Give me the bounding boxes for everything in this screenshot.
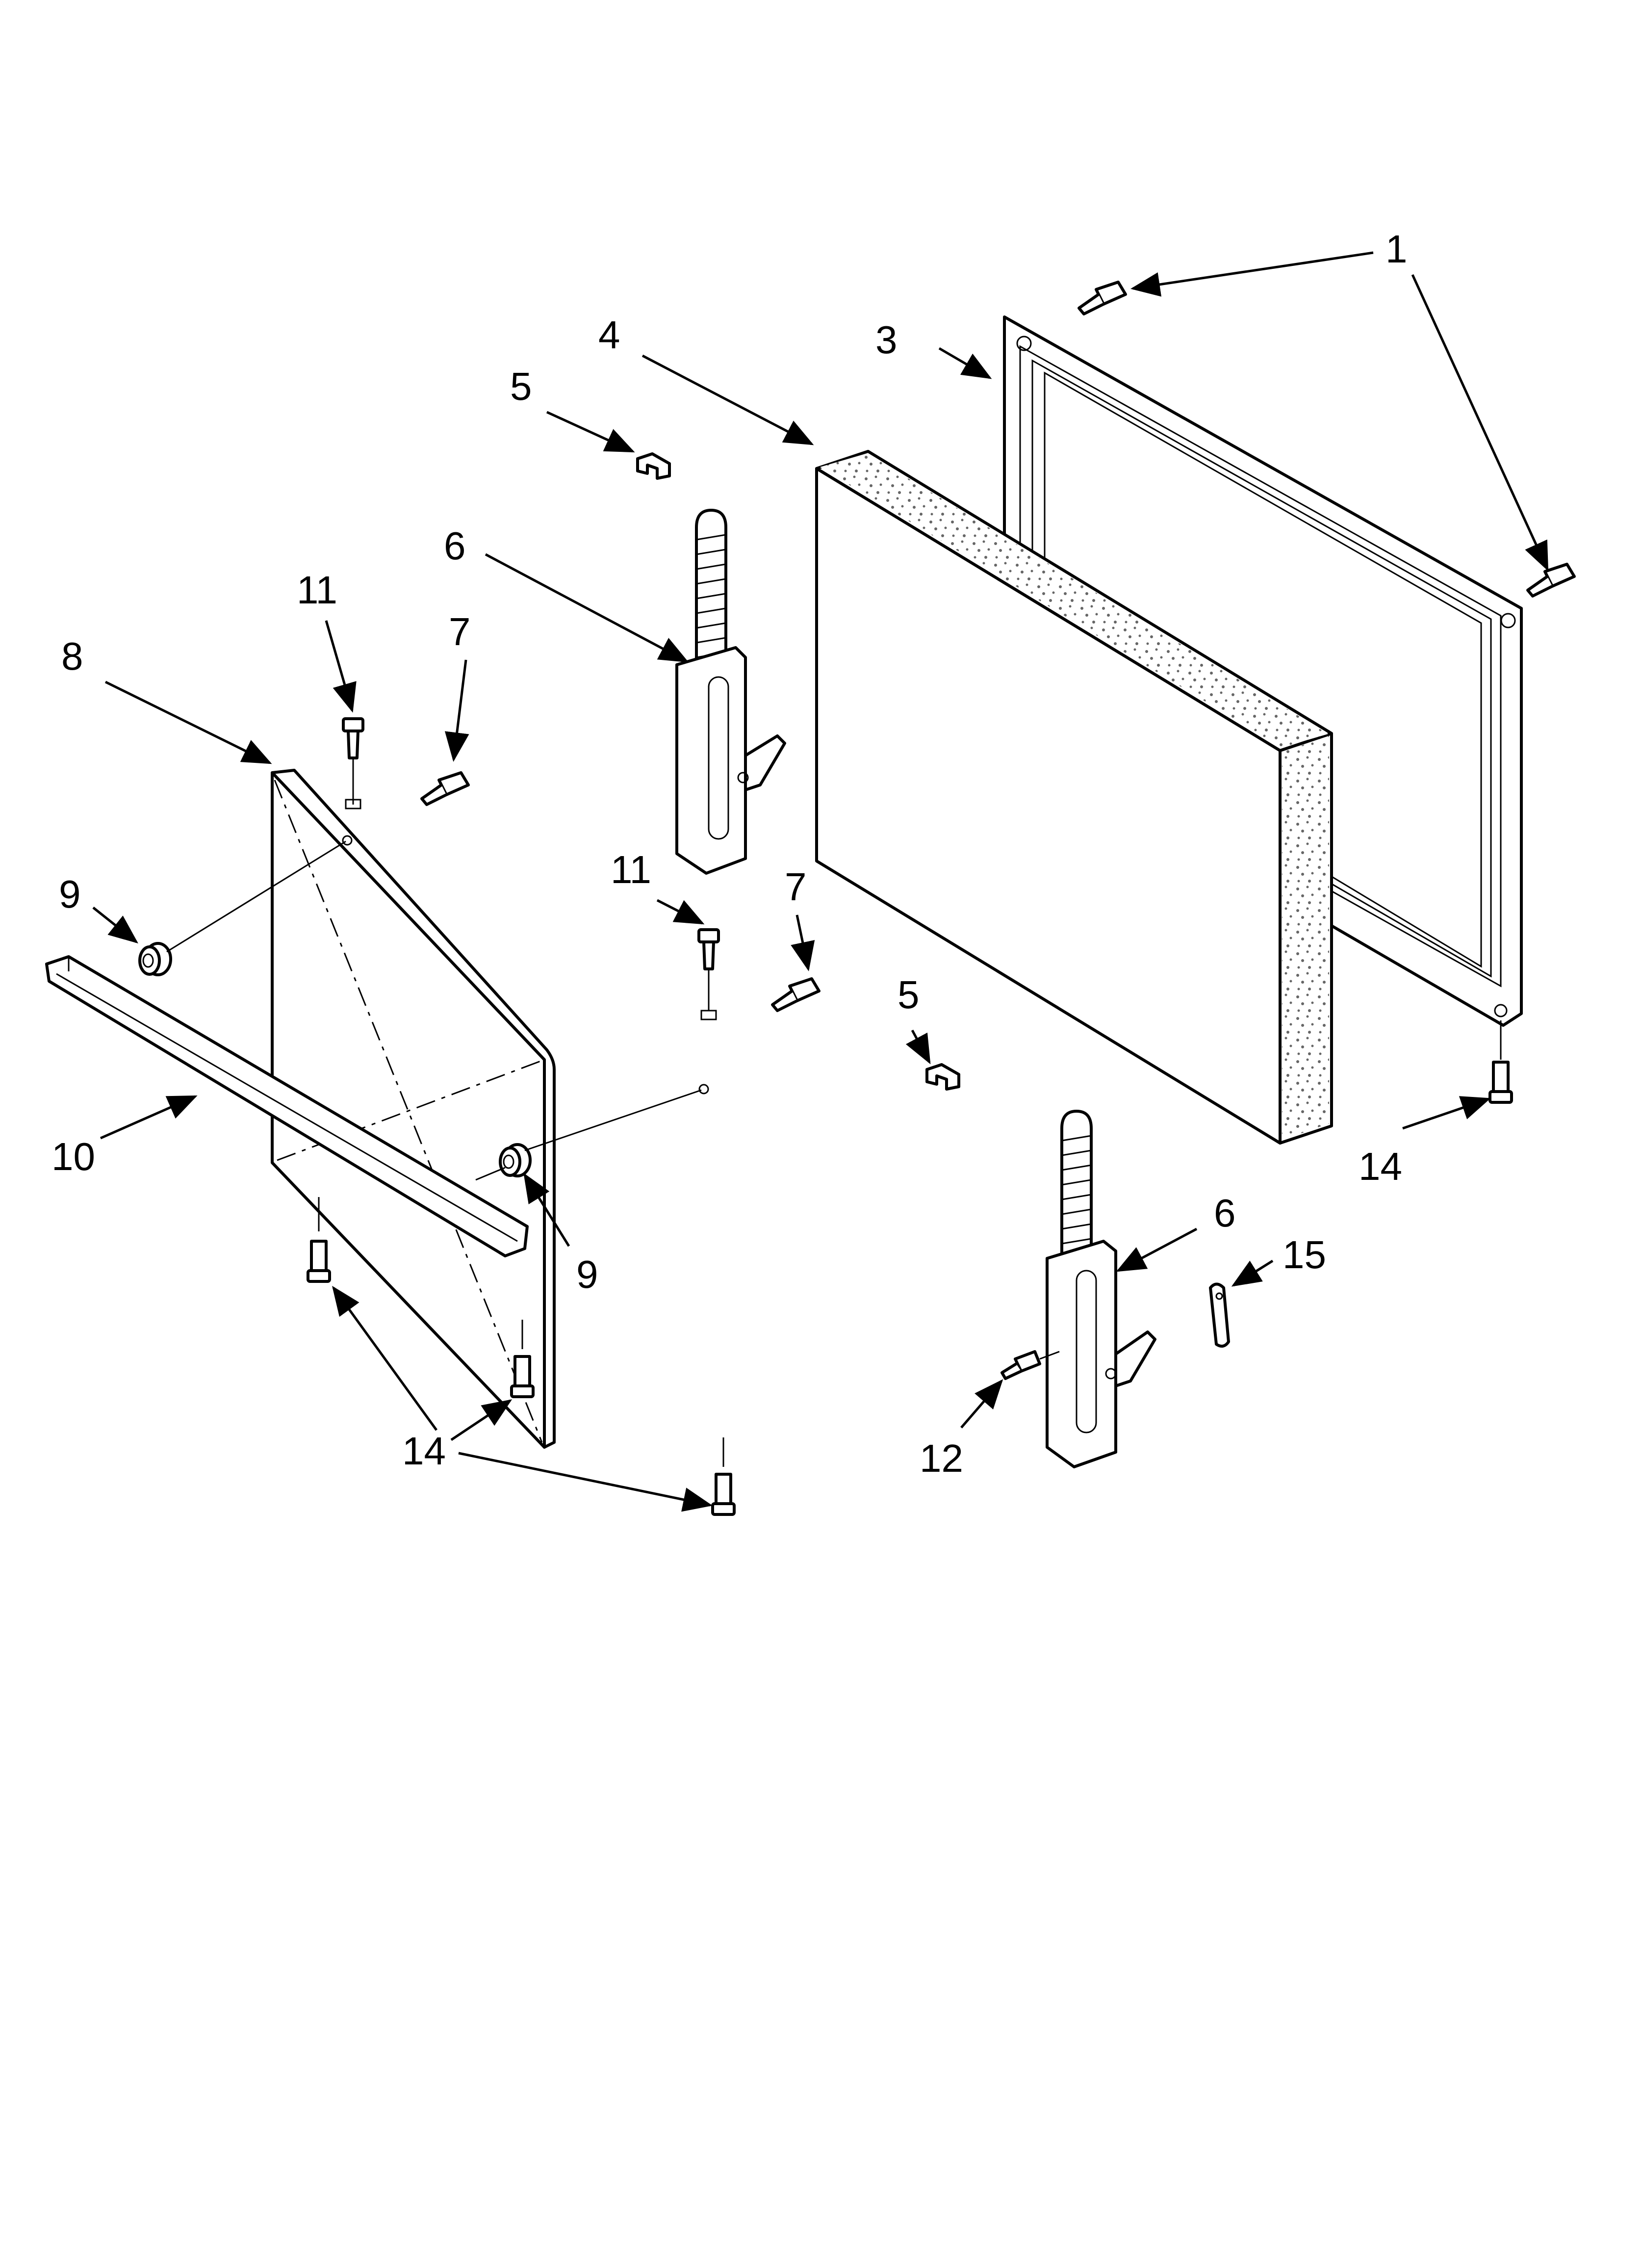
callout-labels: 1 3 4 5 6 11 7 8 11 7 9 5 10 14 6 15 9 1… bbox=[51, 227, 1408, 1480]
hinge-upper bbox=[675, 509, 786, 875]
clip-upper bbox=[636, 452, 671, 480]
callout-3: 3 bbox=[875, 318, 898, 362]
callout-14-frame: 14 bbox=[1359, 1145, 1402, 1188]
clip-lower bbox=[925, 1063, 960, 1091]
screw-11-right bbox=[697, 928, 720, 1011]
screw-11-left bbox=[342, 717, 364, 805]
callout-5-lower: 5 bbox=[898, 973, 920, 1017]
callout-9-left: 9 bbox=[59, 872, 81, 916]
screw-1-top bbox=[1078, 281, 1127, 315]
tab-part-15 bbox=[1209, 1282, 1230, 1348]
hinge-lower bbox=[1046, 1110, 1156, 1468]
callout-10: 10 bbox=[51, 1135, 95, 1178]
screw-14-c bbox=[711, 1437, 736, 1516]
callout-1: 1 bbox=[1385, 227, 1408, 271]
callout-6-upper: 6 bbox=[444, 524, 466, 568]
callout-7-left: 7 bbox=[449, 610, 471, 653]
callout-11-left: 11 bbox=[297, 568, 337, 612]
callout-9-right: 9 bbox=[576, 1252, 598, 1296]
screw-7-right bbox=[771, 977, 821, 1012]
callout-8: 8 bbox=[61, 634, 83, 678]
screw-14-b bbox=[510, 1320, 535, 1398]
callout-15: 15 bbox=[1283, 1233, 1326, 1277]
spacer-right bbox=[475, 1089, 702, 1181]
screw-14-a bbox=[307, 1197, 331, 1283]
insulation-block bbox=[815, 450, 1333, 1145]
callout-11-right: 11 bbox=[611, 848, 651, 891]
callout-4: 4 bbox=[598, 313, 620, 357]
screw-12 bbox=[1001, 1350, 1060, 1380]
bottom-channel-trim bbox=[45, 955, 529, 1257]
callout-5-upper: 5 bbox=[510, 365, 532, 408]
callout-12: 12 bbox=[920, 1436, 963, 1480]
screw-1-right bbox=[1526, 563, 1576, 598]
screw-7-left bbox=[420, 771, 470, 806]
callout-6-lower: 6 bbox=[1214, 1191, 1236, 1235]
screw-14-frame bbox=[1488, 1020, 1513, 1104]
leader-lines bbox=[92, 251, 1549, 1512]
outer-door-panel bbox=[271, 769, 717, 1449]
spacer-left bbox=[138, 840, 346, 976]
callout-7-right: 7 bbox=[785, 865, 807, 909]
callout-14-door: 14 bbox=[402, 1429, 446, 1473]
